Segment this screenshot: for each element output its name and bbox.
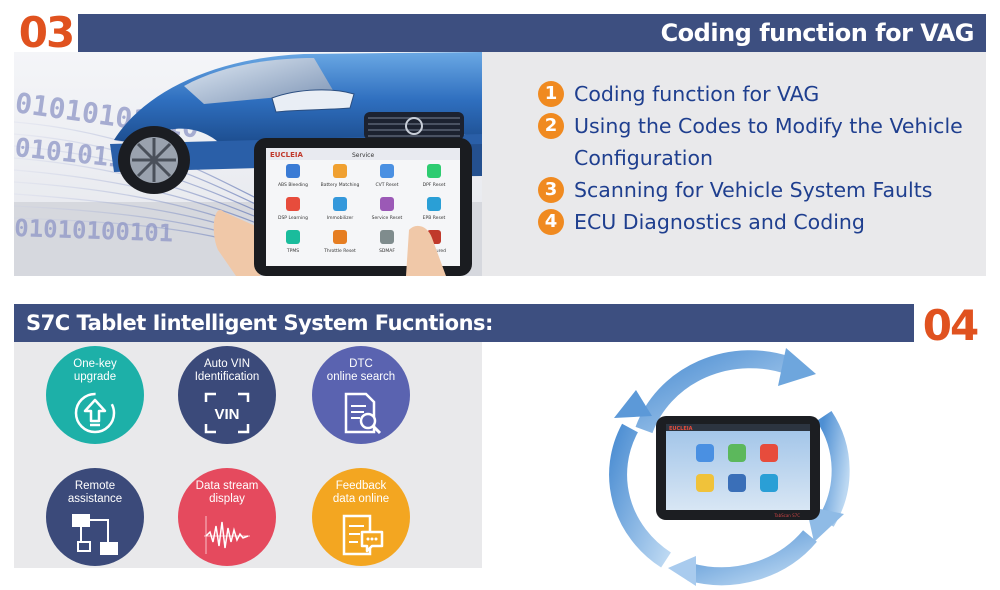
function-label: online search: [326, 371, 396, 383]
function-label: Data stream: [195, 480, 259, 492]
function-remote-assistance: Remote assistance: [46, 468, 144, 566]
tablet-app-icon: [333, 164, 347, 178]
vin-icon: VIN: [204, 392, 250, 434]
tablet-app-icon: [427, 197, 441, 211]
number-badge: 4: [538, 209, 564, 235]
function-auto-vin: Auto VIN Identification VIN: [178, 346, 276, 444]
tablet-app-icon: [333, 197, 347, 211]
vin-text: VIN: [214, 406, 239, 423]
document-search-icon: [344, 392, 382, 435]
tablet-app-icon: [286, 164, 300, 178]
section-03-header-bar: [14, 14, 986, 52]
functions-panel: One-key upgrade Auto VIN Identification …: [14, 342, 482, 568]
svg-text:EUCLEIA: EUCLEIA: [669, 426, 693, 432]
tablet-app-icon: [286, 230, 300, 244]
tablet-app-icon: [286, 197, 300, 211]
tablet-app-label: CVT Reset: [376, 182, 399, 188]
tablet-app-icon: [380, 230, 394, 244]
tablet-app-label: EPB Reset: [423, 215, 446, 221]
tablet-app-icon: [380, 164, 394, 178]
function-label: display: [209, 493, 245, 505]
tablet-app-label: Service Reset: [372, 215, 403, 221]
tablet-app-icon: [380, 197, 394, 211]
section-04-number: 04: [914, 304, 986, 348]
feature-item: 4 ECU Diagnostics and Coding: [538, 206, 963, 238]
svg-text:01010100101: 01010100101: [14, 214, 174, 248]
number-badge: 1: [538, 81, 564, 107]
function-label: upgrade: [73, 371, 117, 383]
network-icon: [72, 514, 118, 555]
product-photo-car-tablet: 01010101010 01010110101 01010100101: [14, 52, 482, 276]
tablet-app-label: Immobilizer: [327, 215, 354, 221]
feature-item: 3 Scanning for Vehicle System Faults: [538, 174, 963, 206]
number-badge: 2: [538, 113, 564, 139]
upgrade-icon: [74, 392, 116, 434]
tablet-app-label: DPF Reset: [423, 182, 446, 188]
tablet-app-label: ABS Bleeding: [278, 182, 308, 188]
function-label: DTC: [349, 358, 373, 370]
function-data-stream-display: Data stream display: [178, 468, 276, 566]
tablet-app-label: Battery Matching: [321, 182, 360, 188]
feature-text: Scanning for Vehicle System Faults: [574, 178, 933, 202]
function-label: data online: [332, 493, 390, 505]
function-feedback-data-online: Feedback data online: [312, 468, 410, 566]
svg-text:EUCLEIA: EUCLEIA: [270, 151, 303, 159]
tablet-app-label: SDMAF: [379, 248, 395, 254]
waveform-icon: [204, 516, 250, 554]
cycle-device-illustration: EUCLEIA TabScan S7C: [600, 346, 880, 586]
feature-text: Coding function for VAG: [574, 82, 820, 106]
feature-item: 1 Coding function for VAG: [538, 78, 963, 110]
feature-text: Using the Codes to Modify the Vehicle: [574, 114, 963, 138]
car-and-tablet-illustration: 01010101010 01010110101 01010100101: [14, 52, 482, 276]
tablet-app-icon: [427, 164, 441, 178]
section-04-title: S7C Tablet Iintelligent System Fucntions…: [26, 311, 493, 335]
tablet-app-icon: [333, 230, 347, 244]
section-03-number: 03: [14, 8, 78, 58]
function-label: Identification: [194, 371, 260, 383]
tablet-app-label: TPMS: [286, 248, 299, 254]
svg-text:TabScan S7C: TabScan S7C: [773, 513, 800, 518]
feature-item: 2 Using the Codes to Modify the Vehicle …: [538, 110, 963, 174]
feature-text-continued: Configuration: [574, 146, 714, 170]
svg-text:Service: Service: [352, 152, 374, 159]
tablet-app-label: Throttle Reset: [323, 248, 356, 254]
cycle-arrows-icon: EUCLEIA TabScan S7C: [609, 348, 850, 586]
feature-list: 1 Coding function for VAG 2 Using the Co…: [538, 78, 963, 238]
function-label: assistance: [67, 493, 123, 505]
function-label: Auto VIN: [203, 358, 251, 370]
function-label: One-key: [73, 358, 117, 370]
function-label: Feedback: [335, 480, 387, 492]
feedback-icon: [342, 514, 384, 556]
function-label: Remote: [74, 480, 116, 492]
section-03-title: Coding function for VAG: [660, 19, 975, 47]
feature-text: ECU Diagnostics and Coding: [574, 210, 865, 234]
number-badge: 3: [538, 177, 564, 203]
section-04-header-bar: [14, 304, 914, 342]
function-dtc-online-search: DTC online search: [312, 346, 410, 444]
function-one-key-upgrade: One-key upgrade: [46, 346, 144, 444]
tablet-app-label: DSP Learning: [278, 215, 308, 221]
